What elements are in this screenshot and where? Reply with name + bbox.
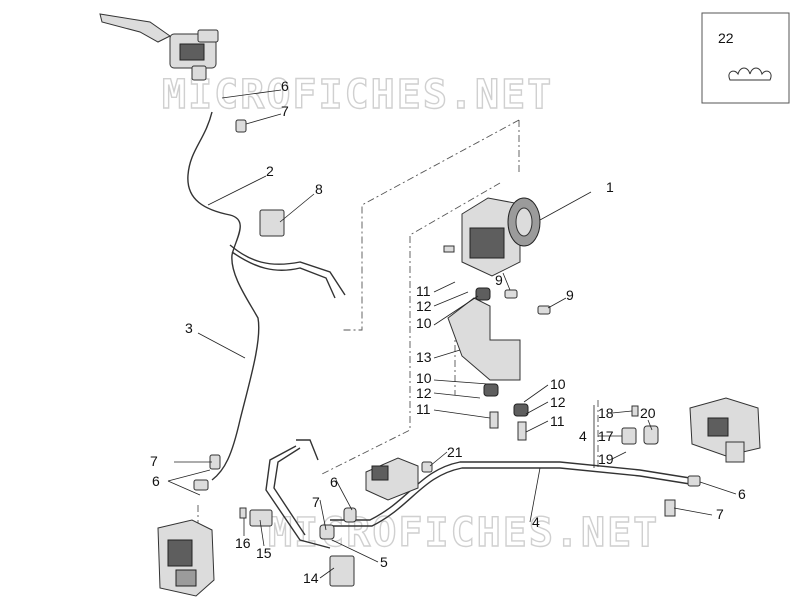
callout-19: 19: [598, 451, 614, 467]
brake-lever-master-cylinder: [99, 13, 219, 81]
callout-5: 5: [380, 554, 388, 570]
rear-caliper: [689, 397, 761, 463]
inset-callout-22: 22: [718, 30, 734, 46]
assembly-dashed-lines: [197, 119, 599, 525]
callout-12c: 12: [550, 394, 566, 410]
callout-4b: 4: [532, 514, 540, 530]
callout-6c: 6: [330, 474, 338, 490]
brake-pipes: [187, 111, 691, 549]
callout-14: 14: [303, 570, 319, 586]
small-fasteners: [193, 119, 701, 587]
inset-box: 22: [701, 12, 790, 104]
callout-15: 15: [256, 545, 272, 561]
callout-12a: 12: [416, 298, 432, 314]
callout-7b: 7: [150, 453, 158, 469]
callout-7d: 7: [716, 506, 724, 522]
callout-2: 2: [266, 163, 274, 179]
callout-18: 18: [598, 405, 614, 421]
watermark-top: MICROFICHES.NET: [162, 72, 553, 118]
callout-11b: 11: [416, 401, 431, 417]
callout-11a: 11: [416, 283, 431, 299]
callout-6d: 6: [738, 486, 746, 502]
callout-3: 3: [185, 320, 193, 336]
callout-17: 17: [598, 428, 614, 444]
callout-10c: 10: [550, 376, 566, 392]
callout-21: 21: [447, 444, 463, 460]
callout-4a: 4: [579, 428, 587, 444]
callout-6a: 6: [281, 78, 289, 94]
abs-unit: [461, 197, 541, 277]
callout-9b: 9: [566, 287, 574, 303]
callout-9a: 9: [495, 272, 503, 288]
callout-6b: 6: [152, 473, 160, 489]
callout-10a: 10: [416, 315, 432, 331]
callout-16: 16: [235, 535, 251, 551]
callout-7c: 7: [312, 494, 320, 510]
callout-20: 20: [640, 405, 656, 421]
front-caliper: [157, 519, 215, 597]
callout-12b: 12: [416, 385, 432, 401]
callout-numbers: 1 2 3 4 4 5 6 6 6 6 7 7 7 7 8 9 9 10 10 …: [150, 78, 746, 586]
callout-7a: 7: [281, 103, 289, 119]
callout-11c: 11: [550, 413, 565, 429]
callout-13: 13: [416, 349, 432, 365]
abs-bracket: [447, 287, 529, 417]
rear-master-cylinder: [365, 457, 419, 501]
callout-8: 8: [315, 181, 323, 197]
callout-1: 1: [606, 179, 614, 195]
clip-icon: [728, 67, 772, 81]
leader-lines: [167, 89, 737, 579]
callout-10b: 10: [416, 370, 432, 386]
